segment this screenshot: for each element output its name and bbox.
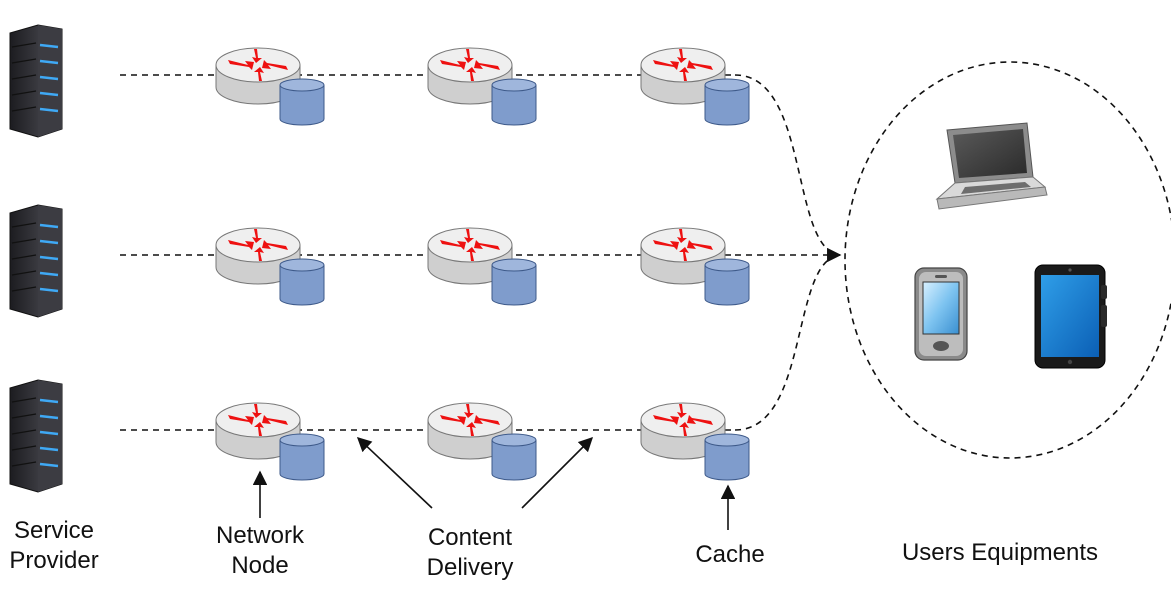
router-icon: [640, 47, 726, 105]
router-icon: [215, 227, 301, 285]
service-provider-servers: [9, 24, 63, 493]
laptop-icon: [935, 122, 1048, 210]
server-tower-icon: [9, 24, 63, 138]
router-icon: [427, 227, 513, 285]
link-to-users-row-1: [734, 74, 841, 256]
smartphone-icon: [914, 267, 968, 361]
cache-label: Cache: [680, 540, 780, 570]
database-cylinder-icon: [279, 258, 325, 306]
content-delivery-label-line-2: Delivery: [426, 554, 514, 581]
router-icon: [215, 47, 301, 105]
content-delivery-label-line-1: Content: [427, 524, 513, 551]
users-equipments-label: Users Equipments: [870, 538, 1130, 568]
database-cylinder-icon: [491, 78, 537, 126]
router-icon: [640, 227, 726, 285]
database-cylinder-icon: [279, 78, 325, 126]
network-node-label-line-2: Node: [231, 552, 289, 579]
service-provider-label-line-1: Service: [13, 517, 95, 544]
database-cylinder-icon: [279, 433, 325, 481]
database-cylinder-icon: [704, 258, 750, 306]
link-to-users-row-3: [734, 254, 841, 431]
content-delivery-arrow-right: [521, 436, 594, 509]
cache-label-text: Cache: [695, 541, 765, 568]
network-nodes: [215, 47, 750, 481]
server-tower-icon: [9, 379, 63, 493]
server-tower-icon: [9, 204, 63, 318]
content-delivery-label: Content Delivery: [405, 523, 535, 583]
network-node-label-line-1: Network: [215, 522, 305, 549]
database-cylinder-icon: [491, 258, 537, 306]
database-cylinder-icon: [491, 433, 537, 481]
users-equipments-boundary: [844, 61, 1171, 459]
label-arrows: [252, 436, 736, 530]
router-icon: [427, 402, 513, 460]
tablet-icon: [1034, 264, 1107, 369]
service-provider-label-line-2: Provider: [9, 547, 99, 574]
users-equipments-label-text: Users Equipments: [901, 539, 1099, 566]
network-node-label: Network Node: [200, 521, 320, 581]
database-cylinder-icon: [704, 78, 750, 126]
router-icon: [640, 402, 726, 460]
database-cylinder-icon: [704, 433, 750, 481]
router-icon: [215, 402, 301, 460]
content-delivery-arrow-left: [356, 437, 433, 509]
service-provider-label: Service Provider: [4, 516, 104, 576]
router-icon: [427, 47, 513, 105]
